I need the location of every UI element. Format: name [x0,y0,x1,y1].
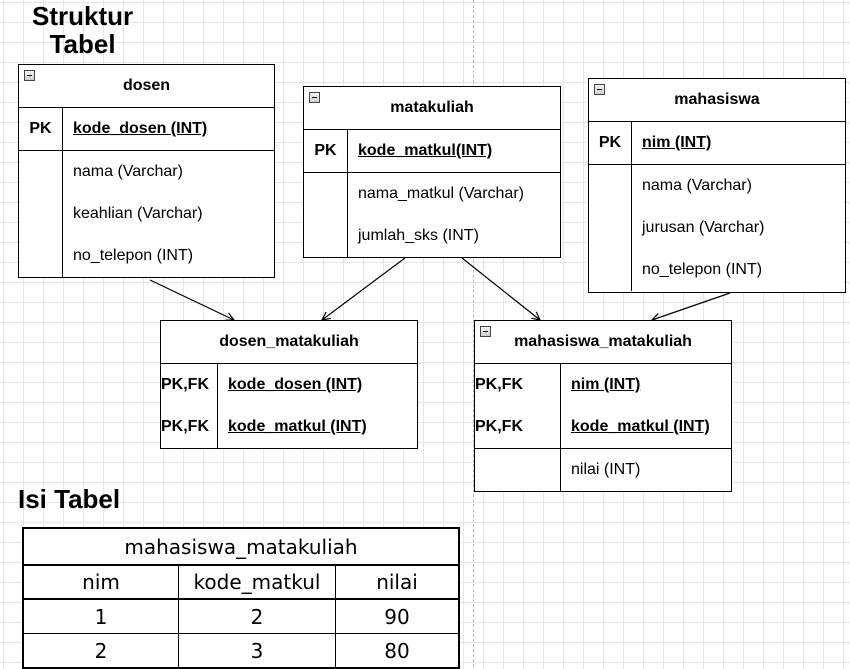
field-kode-dosen: kode_dosen (INT) [228,376,363,393]
cell-kode-matkul: 2 [178,598,336,634]
heading-isi-tabel: Isi Tabel [18,484,121,514]
entity-title: matakuliah [390,99,474,116]
entity-header: mahasiswa [589,79,845,122]
entity-mahasiswa[interactable]: mahasiswa PK nim (INT) nama (Varchar) ju… [588,78,846,293]
table-row: 1 2 90 [22,598,460,634]
cell-nilai: 90 [335,598,460,634]
cell-nilai: 80 [335,633,460,669]
entity-header: mahasiswa_matakuliah [475,321,731,364]
field-jurusan: jurusan (Varchar) [642,219,765,236]
entity-dosen-matakuliah[interactable]: dosen_matakuliah PK,FK PK,FK kode_dosen … [160,320,418,449]
field-nim: nim (INT) [642,134,712,151]
entity-matakuliah[interactable]: matakuliah PK kode_matkul(INT) nama_matk… [303,86,561,258]
field-kode-dosen: kode_dosen (INT) [73,120,208,137]
link-matakuliah-to-mahasiswa-matakuliah [461,257,540,320]
collapse-icon[interactable] [480,326,491,337]
entity-header: dosen_matakuliah [161,321,417,364]
entity-title: dosen [122,77,171,94]
field-kode-matkul: kode_matkul (INT) [228,418,367,435]
entity-title: mahasiswa_matakuliah [514,333,692,350]
pk-fk-label: PK,FK [161,376,209,393]
cell-kode-matkul: 3 [178,633,336,669]
page-divider [473,0,474,667]
field-nim: nim (INT) [571,376,641,393]
link-mahasiswa-to-mahasiswa-matakuliah [652,292,731,320]
collapse-icon[interactable] [24,70,35,81]
cell-nim: 2 [22,633,179,669]
table-row: 2 3 80 [22,633,460,669]
link-dosen-to-dosen-matakuliah [149,279,234,320]
field-no-telepon: no_telepon (INT) [642,261,763,278]
heading-struktur-tabel: Struktur Tabel [32,1,134,59]
collapse-icon[interactable] [594,84,605,95]
field-jumlah-sks: jumlah_sks (INT) [358,227,479,244]
field-nama: nama (Varchar) [73,163,183,180]
pk-fk-label: PK,FK [161,418,209,435]
pk-fk-label: PK,FK [475,376,523,393]
pk-label: PK [314,142,337,159]
pk-label: PK [29,120,52,137]
entity-dosen[interactable]: dosen PK kode_dosen (INT) nama (Varchar)… [18,64,275,278]
field-kode-matkul: kode_matkul(INT) [358,142,493,159]
cell-nim: 1 [22,598,179,634]
link-matakuliah-to-dosen-matakuliah [322,257,406,320]
entity-mahasiswa-matakuliah[interactable]: mahasiswa_matakuliah PK,FK PK,FK nim (IN… [474,320,732,492]
isi-table-title: mahasiswa_matakuliah [22,527,460,566]
field-no-telepon: no_telepon (INT) [73,247,194,264]
field-keahlian: keahlian (Varchar) [73,205,203,222]
isi-table: mahasiswa_matakuliah nim kode_matkul nil… [22,527,460,669]
pk-fk-label: PK,FK [475,418,523,435]
column-header-nim: nim [22,564,179,600]
pk-label: PK [598,134,622,151]
field-kode-matkul: kode_matkul (INT) [571,418,710,435]
field-nama-matkul: nama_matkul (Varchar) [358,185,524,202]
entity-header: matakuliah [304,87,560,130]
entity-header: dosen [19,65,274,108]
entity-title: mahasiswa [674,91,760,108]
column-header-nilai: nilai [335,564,460,600]
field-nama: nama (Varchar) [642,177,752,194]
column-header-kode-matkul: kode_matkul [178,564,336,600]
entity-title: dosen_matakuliah [219,333,359,350]
field-nilai: nilai (INT) [571,461,641,478]
collapse-icon[interactable] [309,92,320,103]
